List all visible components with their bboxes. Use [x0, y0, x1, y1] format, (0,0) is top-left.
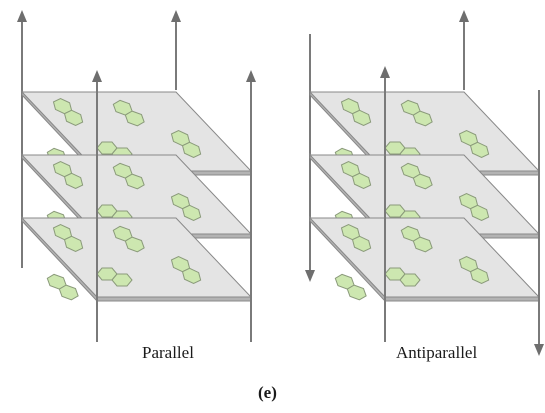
parallel-label: Parallel	[142, 343, 194, 362]
up-arrow	[17, 10, 27, 268]
arrow-up-icon	[459, 10, 469, 22]
arrow-up-icon	[92, 70, 102, 82]
arrow-up-icon	[380, 66, 390, 78]
arrow-up-icon	[171, 10, 181, 22]
down-arrow	[534, 90, 544, 356]
arrow-up-icon	[246, 70, 256, 82]
arrow-down-icon	[534, 344, 544, 356]
up-arrow	[92, 70, 102, 342]
antiparallel-label: Antiparallel	[396, 343, 478, 362]
up-arrow	[459, 10, 469, 90]
panel-caption: (e)	[258, 383, 277, 402]
antiparallel-panel	[305, 10, 544, 356]
arrow-down-icon	[305, 270, 315, 282]
up-arrow	[380, 66, 390, 342]
parallel-panel	[17, 10, 256, 342]
up-arrow	[171, 10, 181, 90]
arrow-up-icon	[17, 10, 27, 22]
up-arrow	[246, 70, 256, 342]
